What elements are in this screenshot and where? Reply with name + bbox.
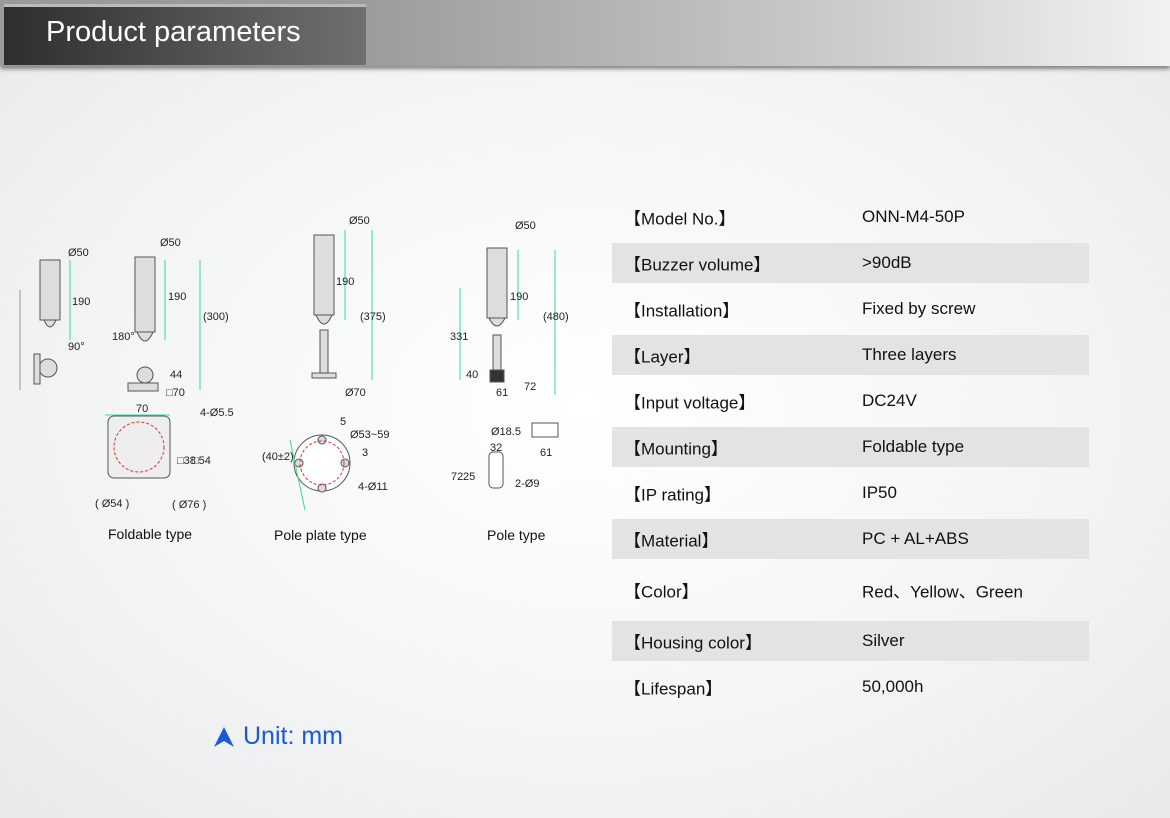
param-key: 【Housing color】 — [624, 633, 762, 653]
caption-pole-type: Pole type — [487, 527, 546, 543]
param-row-housing-color: 【Housing color】 Silver — [612, 621, 1089, 661]
dimension-label: (375) — [360, 311, 386, 323]
param-key: 【Mounting】 — [624, 439, 728, 459]
caption-pole-plate-type: Pole plate type — [274, 527, 367, 543]
param-row-model: 【Model No.】 ONN-M4-50P — [612, 194, 1089, 240]
dimension-label: ( Ø76 ) — [172, 499, 206, 511]
param-row-layer: 【Layer】 Three layers — [612, 335, 1089, 375]
param-key: 【Input voltage】 — [624, 393, 756, 413]
param-row-voltage: 【Input voltage】 DC24V — [612, 378, 1089, 424]
dimension-label: □54 — [192, 455, 211, 467]
param-row-ip: 【IP rating】 IP50 — [612, 470, 1089, 516]
param-key: 【Installation】 — [624, 301, 740, 321]
param-key: 【Model No.】 — [624, 209, 736, 229]
dimension-label: Ø50 — [515, 220, 536, 232]
dimension-label: □70 — [166, 387, 185, 399]
dimension-label: Ø53~59 — [350, 429, 389, 441]
dimension-label: Ø50 — [349, 215, 370, 227]
param-key: 【Lifespan】 — [624, 679, 723, 699]
header-title-panel — [4, 4, 366, 65]
param-value: IP50 — [862, 483, 897, 502]
dimension-label: 44 — [170, 369, 182, 381]
dimension-label: 72 — [524, 381, 536, 393]
param-value: Foldable type — [862, 437, 965, 456]
dimension-label: (300) — [203, 311, 229, 323]
parameters-table: 【Model No.】 ONN-M4-50P 【Buzzer volume】 >90… — [612, 194, 1089, 710]
param-value: DC24V — [862, 391, 917, 410]
param-value: Fixed by screw — [862, 299, 976, 318]
param-row-material: 【Material】 PC + AL+ABS — [612, 519, 1089, 559]
dimension-label: 70 — [136, 403, 148, 415]
dimension-label: 32 — [490, 442, 502, 454]
dimension-label: 4-Ø5.5 — [200, 407, 234, 419]
param-row-installation: 【Installation】 Fixed by screw — [612, 286, 1089, 332]
dimension-label: 72 — [451, 471, 463, 483]
dimension-drawings: Ø50 190 90° Ø50 190 (300) 180° 44 □70 70… — [19, 215, 569, 511]
unit-label: Unit: mm — [243, 722, 343, 750]
dimension-label: (480) — [543, 311, 569, 323]
param-key: 【IP rating】 — [624, 485, 722, 505]
tower-wall — [39, 259, 61, 321]
caption-foldable-type: Foldable type — [108, 526, 193, 542]
dimension-label: ( Ø54 ) — [95, 498, 129, 510]
param-key: 【Layer】 — [624, 347, 701, 367]
tower-pole-plate — [313, 234, 335, 316]
dimension-label: 2-Ø9 — [515, 478, 539, 490]
param-value: ONN-M4-50P — [862, 207, 965, 226]
param-key: 【Buzzer volume】 — [624, 255, 771, 275]
dimension-label: Ø18.5 — [491, 426, 521, 438]
dimension-label: 331 — [450, 331, 468, 343]
param-row-lifespan: 【Lifespan】 50,000h — [612, 664, 1089, 710]
dimension-label: Ø50 — [160, 237, 181, 249]
dimension-label: 190 — [72, 296, 90, 308]
param-row-color: 【Color】 Red、Yellow、Green — [612, 562, 1089, 618]
param-value: PC + AL+ABS — [862, 529, 969, 548]
param-value: >90dB — [862, 253, 912, 272]
dimension-label: 90° — [68, 341, 85, 353]
dimension-label: Ø50 — [68, 247, 89, 259]
param-value: Silver — [862, 631, 905, 650]
dimension-label: (40±2) — [262, 451, 294, 463]
param-value: Red、Yellow、Green — [862, 582, 1023, 602]
dimension-label: 61 — [496, 387, 508, 399]
param-key: 【Color】 — [624, 582, 699, 602]
dimension-label: □38 — [177, 455, 196, 467]
param-row-mounting: 【Mounting】 Foldable type — [612, 427, 1089, 467]
param-key: 【Material】 — [624, 531, 719, 551]
dimension-label: 3 — [362, 447, 368, 459]
dimension-label: 25 — [463, 471, 475, 483]
dimension-label: 5 — [340, 416, 346, 428]
param-row-buzzer: 【Buzzer volume】 >90dB — [612, 243, 1089, 283]
param-value: Three layers — [862, 345, 957, 364]
dimension-label: 190 — [510, 291, 528, 303]
tower-pole — [486, 247, 508, 319]
arrow-up-icon — [214, 726, 234, 747]
unit-note: Unit: mm — [213, 722, 343, 751]
dimension-label: 180° — [112, 331, 135, 343]
dimension-label: 40 — [466, 369, 478, 381]
page-title: Product parameters — [46, 16, 301, 48]
dimension-label: Ø70 — [345, 387, 366, 399]
dimension-label: 61 — [540, 447, 552, 459]
param-value: 50,000h — [862, 677, 924, 696]
dimension-label: 190 — [336, 276, 354, 288]
dimension-label: 4-Ø11 — [358, 481, 388, 493]
section-header: Product parameters — [0, 0, 1170, 66]
tower-foldable — [134, 256, 156, 333]
dimension-label: 190 — [168, 291, 186, 303]
